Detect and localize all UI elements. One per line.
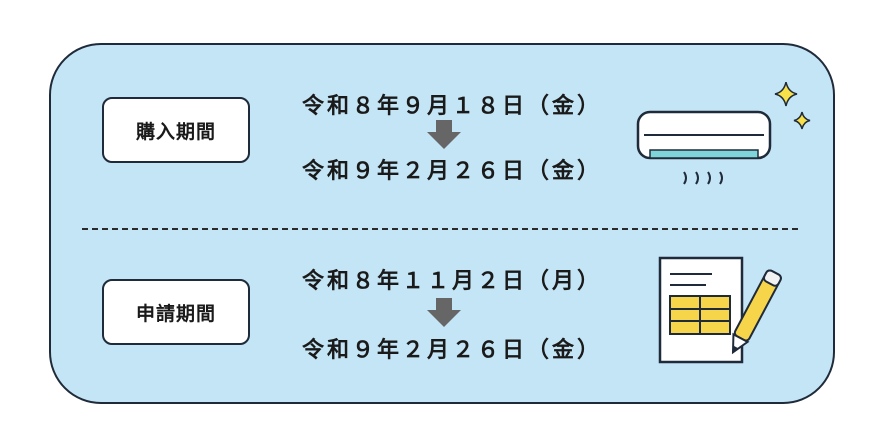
down-arrow-icon	[427, 298, 461, 327]
down-arrow-icon	[427, 120, 461, 149]
application-period-label: 申請期間	[102, 279, 250, 345]
section-divider	[82, 228, 798, 230]
application-period-label-text: 申請期間	[135, 302, 216, 325]
air-conditioner-icon	[636, 82, 811, 185]
purchase-period-label: 購入期間	[102, 97, 250, 163]
application-end-date: 令和９年２月２６日（金）	[302, 338, 603, 363]
purchase-start-date: 令和８年９月１８日（金）	[302, 94, 603, 119]
document-pen-icon	[658, 256, 782, 364]
purchase-end-date: 令和９年２月２６日（金）	[302, 159, 603, 184]
application-start-date: 令和８年１１月２日（月）	[302, 269, 603, 294]
purchase-period-label-text: 購入期間	[135, 120, 216, 143]
